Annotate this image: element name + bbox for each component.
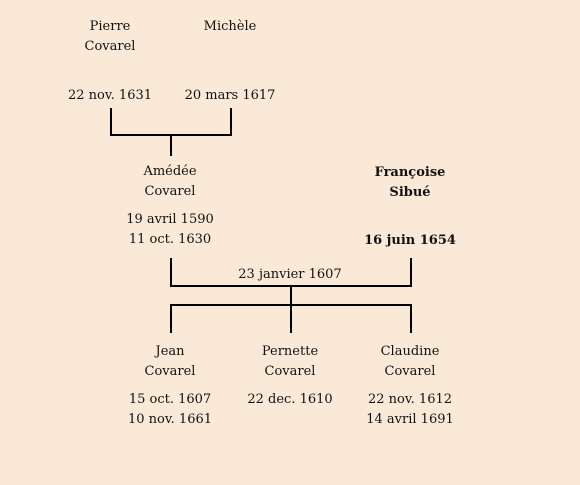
claudine-first-name: Claudine <box>380 344 440 359</box>
claudine-birth-date: 22 nov. 1612 <box>367 392 453 407</box>
pernette-first-name: Pernette <box>261 344 319 359</box>
jean-first-name: Jean <box>155 344 185 359</box>
francoise-last-name: Sibué <box>389 185 431 200</box>
claudine-last-name: Covarel <box>384 364 436 379</box>
amedee-last-name: Covarel <box>144 184 196 199</box>
marriage-date: 23 janvier 1607 <box>238 267 342 282</box>
francoise-first-name: Françoise <box>374 165 446 180</box>
jean-last-name: Covarel <box>144 364 196 379</box>
francoise-date: 16 juin 1654 <box>364 233 456 248</box>
amedee-first-name: Amédée <box>143 164 197 179</box>
pierre-connector-line <box>110 108 112 136</box>
gen1-descent-line <box>170 134 172 156</box>
jean-birth-date: 15 oct. 1607 <box>128 392 212 407</box>
claudine-connector-line <box>410 304 412 333</box>
pernette-last-name: Covarel <box>264 364 316 379</box>
jean-connector-line <box>170 304 172 333</box>
claudine-death-date: 14 avril 1691 <box>366 412 454 427</box>
jean-death-date: 10 nov. 1661 <box>127 412 213 427</box>
francoise-connector-line <box>410 258 412 287</box>
amedee-death-date: 11 oct. 1630 <box>128 232 212 247</box>
michele-date: 20 mars 1617 <box>184 88 276 103</box>
pierre-date: 22 nov. 1631 <box>67 88 153 103</box>
amedee-connector-line <box>170 258 172 287</box>
pierre-first-name: Pierre <box>89 19 131 34</box>
pernette-connector-line <box>290 304 292 333</box>
michele-first-name: Michèle <box>203 19 257 34</box>
gen2-descent-line <box>290 285 292 305</box>
pernette-birth-date: 22 dec. 1610 <box>247 392 333 407</box>
michele-connector-line <box>230 108 232 136</box>
pierre-last-name: Covarel <box>84 39 136 54</box>
amedee-birth-date: 19 avril 1590 <box>126 212 214 227</box>
